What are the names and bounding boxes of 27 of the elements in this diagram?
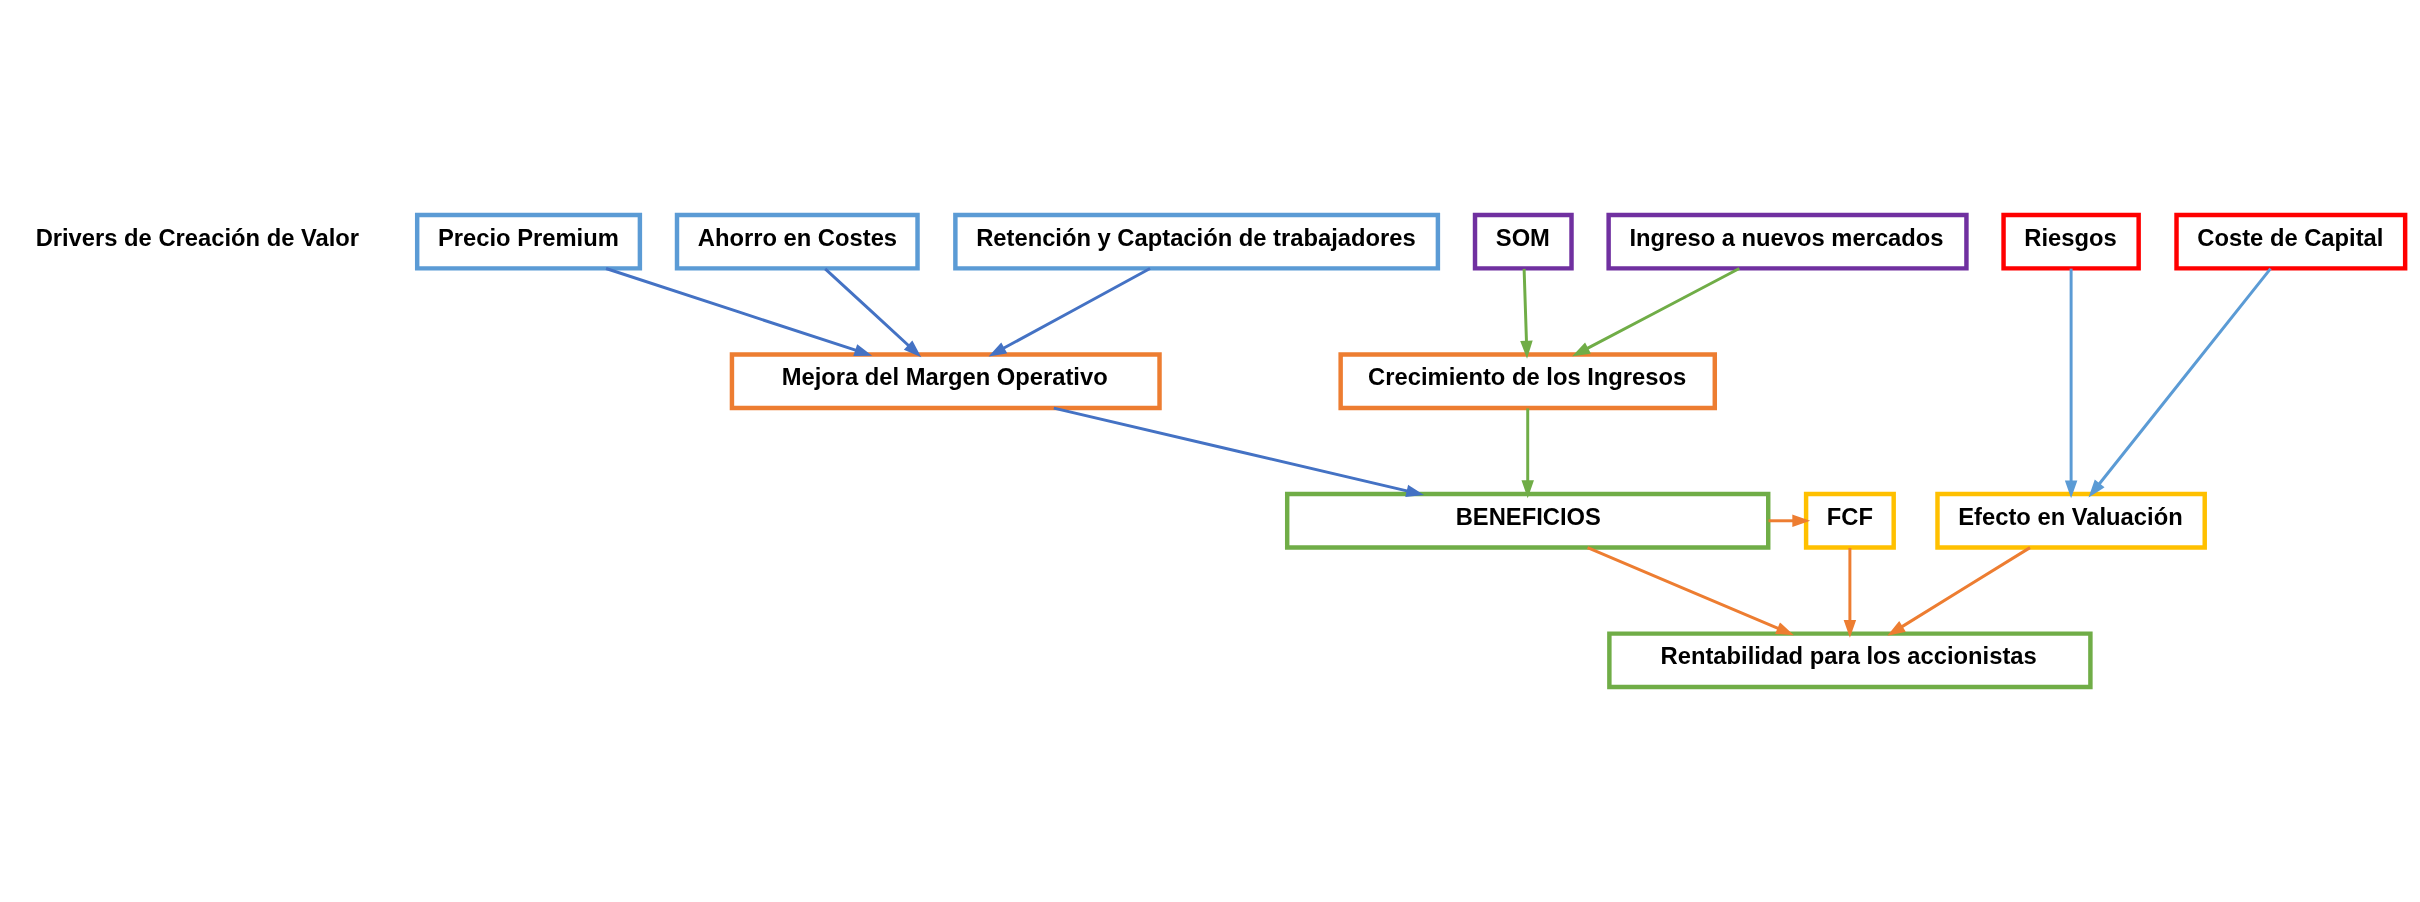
node-box: Ahorro en Costes: [674, 212, 920, 271]
arrow: [988, 267, 1151, 357]
arrow: [1587, 546, 1794, 636]
arrow: [1521, 408, 1534, 499]
node-box: BENEFICIOS: [1284, 491, 1771, 550]
arrow: [1887, 546, 2031, 636]
arrow: [605, 267, 873, 357]
node-box: Rentabilidad para los accionistas: [1607, 631, 2093, 690]
node-box: Retención y Captación de trabajadores: [953, 212, 1441, 271]
node-box: Coste de Capital: [2174, 212, 2408, 271]
node-box: Precio Premium: [414, 212, 643, 271]
label: Drivers de Creación de Valor: [35, 223, 360, 251]
node-box: Crecimiento de los Ingresos: [1338, 352, 1717, 411]
arrow: [1768, 514, 1811, 528]
arrow: [1843, 547, 1857, 638]
node-box: Ingreso a nuevos mercados: [1606, 212, 1969, 271]
arrow: [2088, 267, 2272, 498]
arrow: [2064, 268, 2078, 499]
node-box: Riesgos: [2001, 212, 2141, 271]
arrow: [1053, 406, 1425, 497]
node-box: Mejora del Margen Operativo: [729, 352, 1162, 411]
node-box: Efecto en Valuación: [1935, 491, 2207, 550]
node-box: FCF: [1803, 491, 1896, 550]
arrow: [1520, 268, 1533, 359]
arrow: [1572, 267, 1740, 357]
arrow: [824, 267, 922, 358]
node-box: SOM: [1472, 212, 1574, 271]
